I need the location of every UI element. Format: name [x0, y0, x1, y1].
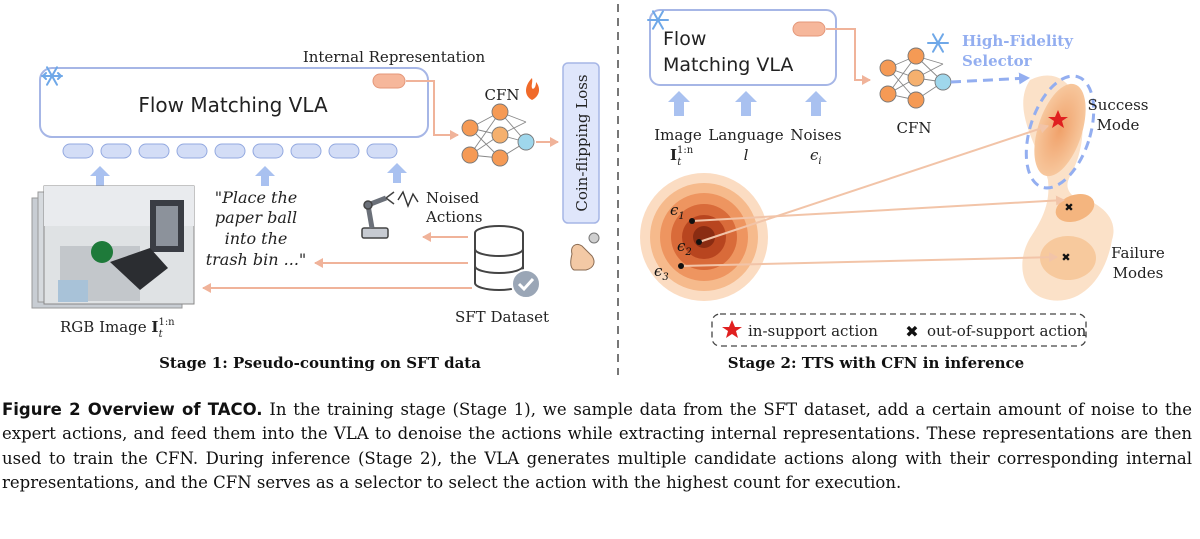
frozen-snowflake-icon: [647, 10, 669, 30]
taco-overview-diagram: Flow Matching VLA Internal Representatio…: [31, 4, 1165, 375]
stage2-vla-title-line2: Matching VLA: [663, 54, 793, 76]
noises-input-symbol: ϵi: [810, 146, 822, 167]
candidate-arrow-1: [691, 195, 1065, 222]
x-mark-icon: ✖: [1061, 251, 1070, 264]
failure-mode-1: [1055, 193, 1095, 223]
database-icon: [474, 225, 541, 299]
coin-flip-hand-icon: [570, 232, 600, 271]
up-arrow-icon: [805, 91, 827, 116]
high-fidelity-selector-label-line2: Selector: [962, 52, 1033, 70]
stage1-panel: Flow Matching VLA Internal Representatio…: [31, 48, 600, 372]
image-input-label: Image: [654, 126, 702, 144]
stage2-cfn-network: [879, 47, 952, 109]
up-arrow-icon: [255, 166, 275, 186]
stage1-input-arrows: [90, 163, 407, 186]
noised-actions-label-line2: Actions: [425, 208, 482, 226]
stage1-vla-title: Flow Matching VLA: [138, 93, 328, 117]
noised-actions-label: Noised: [426, 189, 480, 207]
stage1-cfn-network: [461, 103, 535, 167]
legend-out-of-support: out-of-support action: [927, 322, 1087, 340]
svg-text:paper ball: paper ball: [215, 208, 297, 227]
token: [252, 143, 284, 159]
fire-icon: [526, 78, 540, 100]
candidate-arrow-3: [680, 252, 1058, 267]
noises-input-label: Noises: [790, 126, 841, 144]
svg-text:into the: into the: [225, 229, 288, 248]
stage1-token-row: [62, 143, 398, 159]
arrow-rep-to-cfn: [406, 80, 459, 140]
in-support-star-icon: [1048, 110, 1068, 128]
stage2-vla-title-line1: Flow: [663, 28, 706, 50]
success-mode-region: [1034, 83, 1086, 177]
up-arrow-icon: [90, 166, 110, 186]
token: [366, 143, 398, 159]
stage1-cfn-label: CFN: [484, 86, 519, 104]
robot-arm-icon: [361, 190, 419, 239]
up-arrow-icon: [668, 91, 690, 116]
token: [62, 143, 94, 159]
stage2-input-arrows: [668, 91, 827, 116]
frozen-snowflake-icon: [41, 66, 63, 86]
coin-flipping-loss-box: [562, 62, 600, 224]
legend-x-icon: ✖: [905, 322, 918, 341]
svg-text:trash bin ...": trash bin ...": [206, 250, 307, 269]
noise-sample-rings: [640, 173, 768, 301]
coin-flipping-loss-label: Coin-flipping Loss: [573, 74, 591, 211]
stage1-caption: Stage 1: Pseudo-counting on SFT data: [159, 354, 481, 372]
epsilon-3-label: ϵ3: [654, 262, 669, 283]
rgb-image-stack: [31, 185, 195, 309]
legend-star-icon: [722, 320, 742, 338]
failure-mode-2: [1040, 236, 1096, 280]
high-fidelity-selector-label: High-Fidelity: [962, 32, 1074, 50]
token: [138, 143, 170, 159]
success-mode-label-line2: Mode: [1097, 116, 1140, 134]
stage1-vla-box: [39, 67, 429, 138]
figure-caption: Figure 2 Overview of TACO. In the traini…: [2, 398, 1192, 496]
up-arrow-icon: [735, 91, 757, 116]
stage2-caption: Stage 2: TTS with CFN in inference: [728, 354, 1024, 372]
frozen-snowflake-icon: [927, 33, 949, 53]
stage1-internal-rep-label: Internal Representation: [303, 48, 486, 66]
stage1-internal-rep-token: [372, 73, 406, 89]
language-input-label: Language: [708, 126, 783, 144]
stage2-internal-rep-token: [792, 21, 826, 37]
figure-caption-text: In the training stage (Stage 1), we samp…: [2, 400, 1192, 493]
success-mode-label: Success: [1087, 96, 1148, 114]
legend-in-support: in-support action: [748, 322, 878, 340]
token: [100, 143, 132, 159]
token: [328, 143, 360, 159]
legend-box: [711, 313, 1087, 347]
candidate-arrow-2: [698, 123, 1049, 243]
token: [290, 143, 322, 159]
svg-text:"Place the: "Place the: [215, 188, 298, 207]
arrow-rep-to-cfn: [826, 28, 871, 85]
token: [176, 143, 208, 159]
epsilon-2-label: ϵ2: [677, 237, 692, 258]
stage2-vla-box: [649, 9, 837, 86]
selector-dashed-arrow: [950, 72, 1030, 85]
stage2-cfn-label: CFN: [896, 119, 931, 137]
figure-caption-tag: Figure 2 Overview of TACO.: [2, 400, 263, 419]
sft-dataset-label: SFT Dataset: [455, 308, 549, 326]
language-input-symbol: l: [744, 146, 749, 164]
token: [214, 143, 246, 159]
failure-modes-label-line2: Modes: [1113, 264, 1164, 282]
x-mark-icon: ✖: [1064, 201, 1073, 214]
epsilon-1-label: ϵ1: [670, 201, 685, 222]
instruction-text: "Place the paper ball into the trash bin…: [206, 188, 307, 269]
failure-modes-label: Failure: [1111, 244, 1165, 262]
up-arrow-icon: [387, 163, 407, 183]
